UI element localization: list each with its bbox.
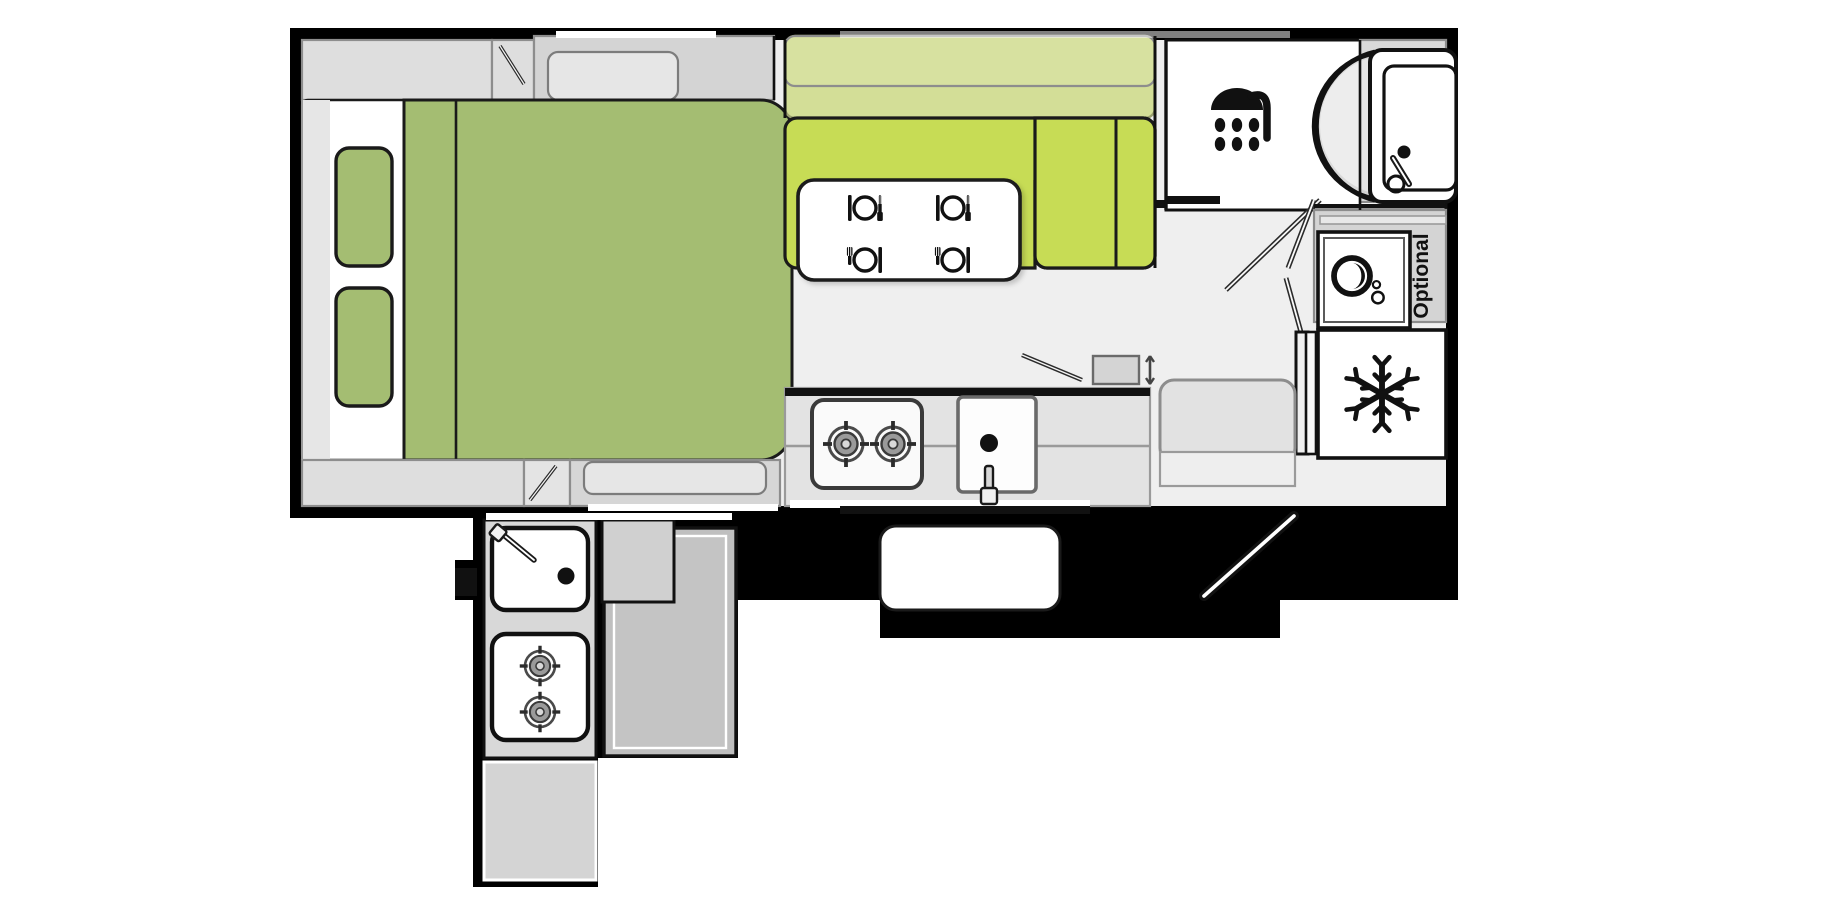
lower-wall-cabinets <box>300 458 782 511</box>
tap-icon <box>983 464 995 492</box>
outdoor-cooktop <box>489 631 591 743</box>
kitchen-sink <box>956 395 1038 506</box>
drain-icon <box>1397 145 1411 159</box>
washing-machine: Optional <box>1312 208 1448 330</box>
drain-icon <box>980 434 998 452</box>
storage-hatch <box>878 524 1062 612</box>
entry-side-bench <box>1158 378 1297 488</box>
entry-door[interactable] <box>1199 511 1299 601</box>
optional-label: Optional <box>1410 233 1433 318</box>
dinette-table <box>796 178 1022 282</box>
lounge-seat-arm <box>1033 116 1157 270</box>
slide-out-tray <box>486 513 738 758</box>
wall-seams <box>301 36 1446 460</box>
cooktop <box>810 398 924 490</box>
outdoor-kitchen <box>482 518 598 882</box>
outdoor-sink-drain-icon <box>557 567 575 585</box>
front-cabinet-second <box>532 31 776 102</box>
overhead-microwave <box>1021 353 1155 386</box>
basin-hole <box>1386 174 1406 194</box>
storage-box <box>482 760 598 882</box>
bed-mattress <box>402 98 794 462</box>
pillow-lower <box>334 286 394 408</box>
front-overhead-lockers <box>300 38 536 102</box>
fridge <box>1294 328 1448 460</box>
vanity-basin <box>1311 38 1458 204</box>
chassis-tab <box>455 568 477 596</box>
pillow-upper <box>334 146 394 268</box>
bed-assembly <box>300 98 794 462</box>
